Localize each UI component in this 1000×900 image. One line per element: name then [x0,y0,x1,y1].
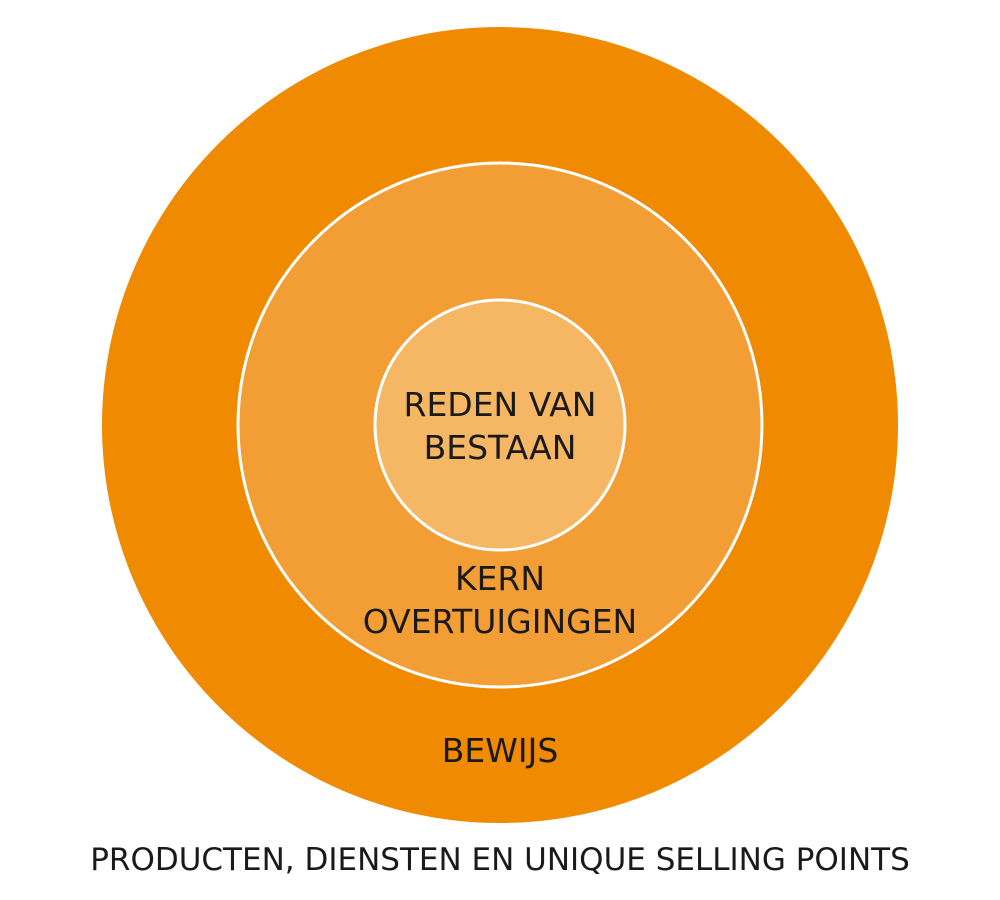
diagram-caption: PRODUCTEN, DIENSTEN EN UNIQUE SELLING PO… [90,842,910,878]
inner-label-line1: REDEN VAN [404,385,597,424]
outer-label: BEWIJS [442,731,559,770]
middle-label-line2: OVERTUIGINGEN [363,602,638,641]
inner-ring-reden-van-bestaan [373,298,627,552]
middle-label-line1: KERN [455,559,545,598]
inner-label-line2: BESTAAN [424,428,577,467]
